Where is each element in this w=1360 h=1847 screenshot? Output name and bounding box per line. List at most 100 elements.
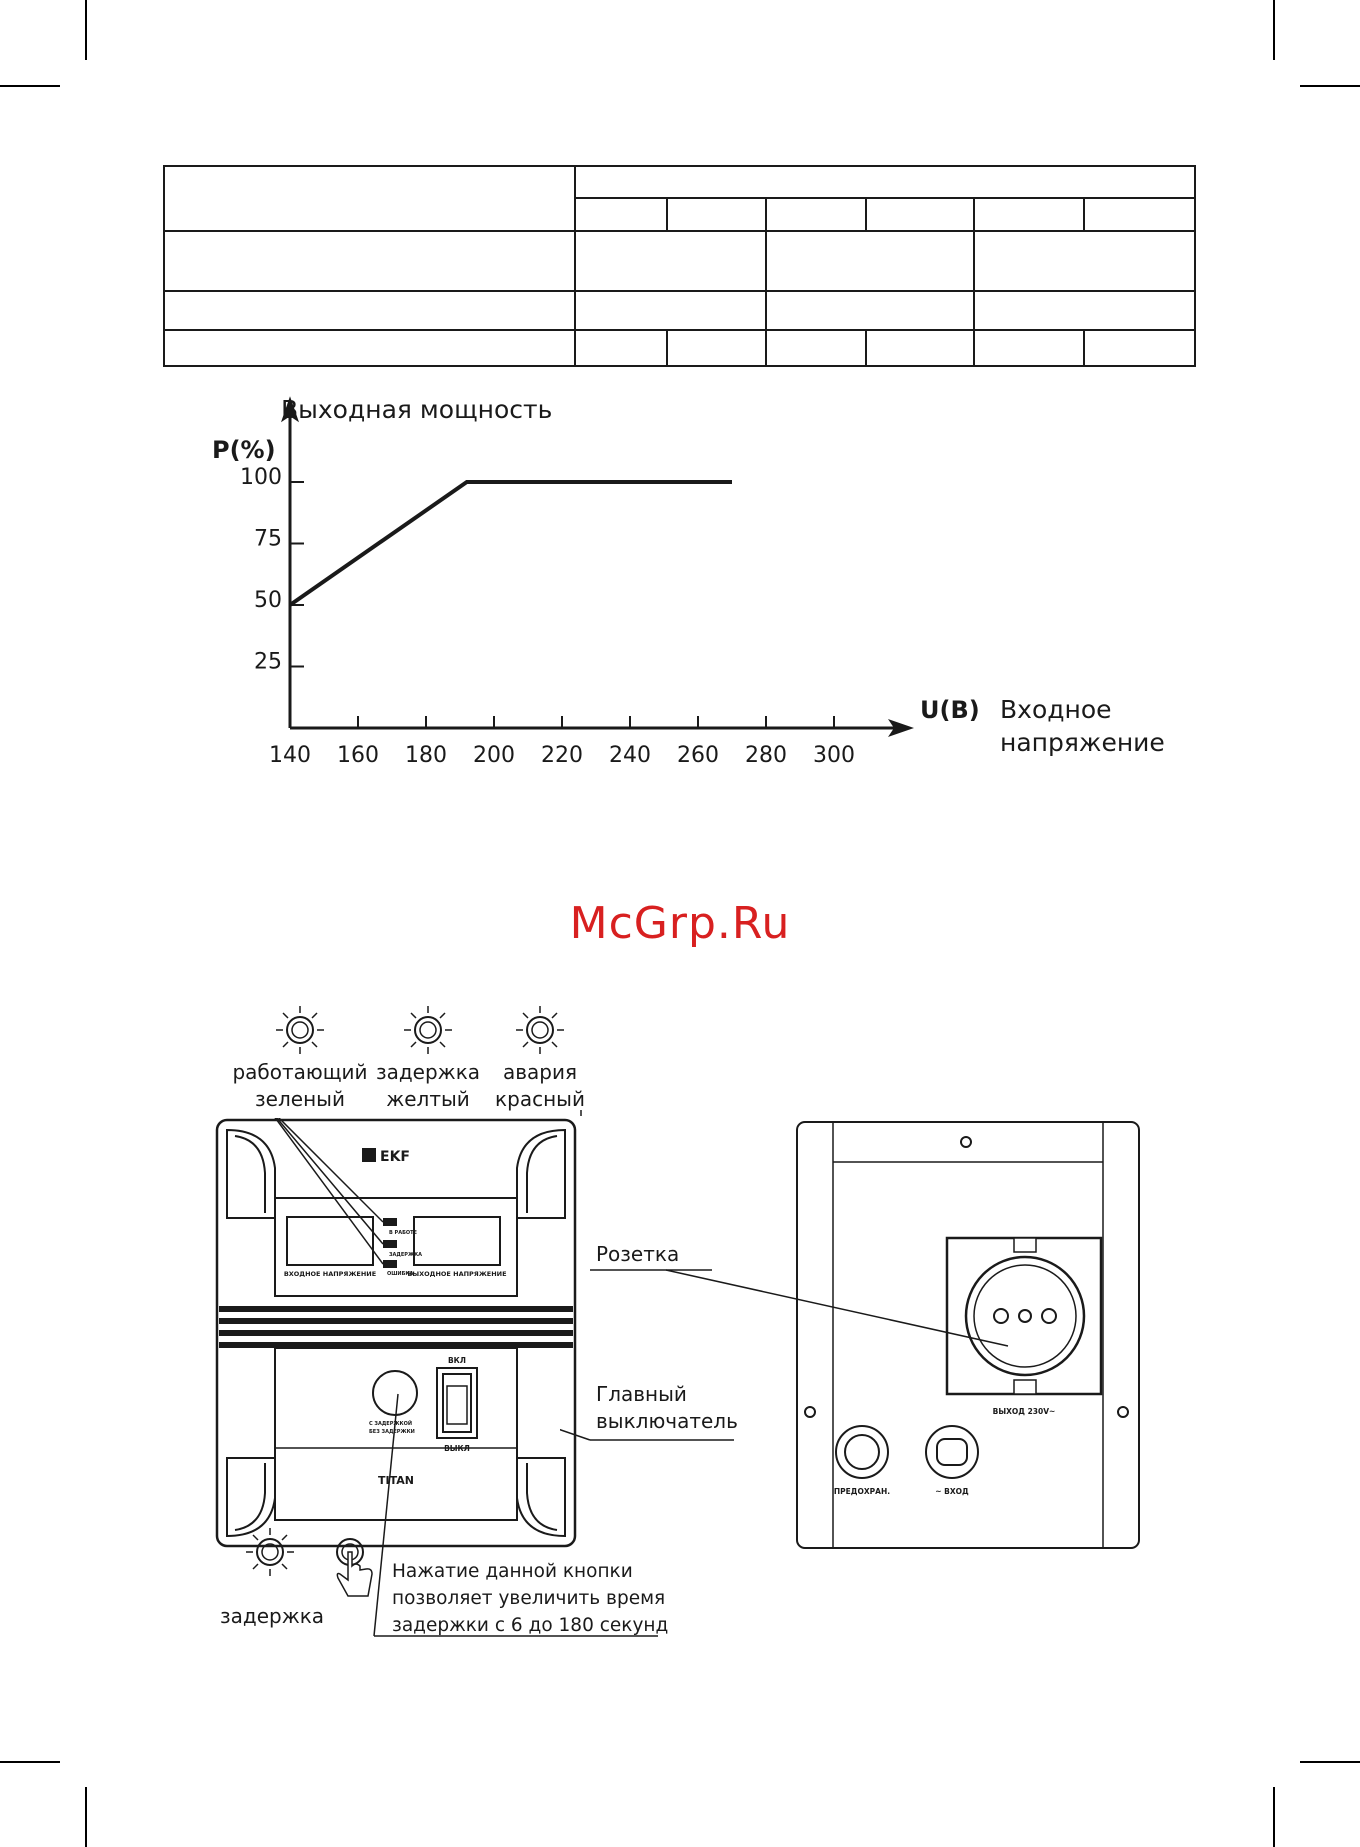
output-voltage-display <box>413 1216 501 1266</box>
stripe <box>219 1306 573 1312</box>
table-cell <box>163 328 576 368</box>
delay-button[interactable] <box>372 1370 418 1416</box>
table-cell <box>765 229 975 293</box>
sun-icon <box>516 1006 564 1054</box>
led-indicator <box>383 1260 397 1268</box>
crop-mark <box>1273 0 1275 60</box>
delay-icon-label: задержка <box>220 1604 324 1628</box>
table-cell <box>666 197 767 232</box>
y-axis-arrow <box>281 396 299 423</box>
table-cell <box>163 165 576 232</box>
fuse-label: ПРЕДОХРАН. <box>834 1487 890 1496</box>
y-tick-label: 50 <box>254 588 282 613</box>
indicator-color: желтый <box>386 1087 470 1111</box>
table-cell <box>972 290 1197 331</box>
switch-off-label: ВЫКЛ <box>444 1444 470 1453</box>
y-tick-label: 100 <box>240 465 282 490</box>
table-cell <box>973 197 1085 232</box>
y-axis-label: P(%) <box>212 436 276 464</box>
crop-mark <box>85 0 87 60</box>
y-tick-label: 25 <box>254 650 282 675</box>
x-tick-label: 200 <box>473 743 515 768</box>
input-label: ~ ВХОД <box>935 1487 969 1496</box>
chart-title: Выходная мощность <box>281 395 552 424</box>
led-label: В РАБОТЕ <box>389 1230 418 1236</box>
back-panel: ВЫХОД 230V~ ПРЕДОХРАН. ~ ВХОД Розетка Гл… <box>560 1121 1140 1549</box>
table-cell <box>574 229 767 293</box>
crop-mark <box>1273 1787 1275 1847</box>
screw-icon <box>1117 1406 1129 1418</box>
note-line: Нажатие данной кнопки <box>392 1561 633 1582</box>
switch-callout: Главный <box>596 1382 687 1406</box>
indicator-label: работающий <box>232 1060 367 1084</box>
led-label: ЗАДЕРЖКА <box>389 1252 422 1258</box>
x-tick-label: 280 <box>745 743 787 768</box>
table-cell <box>973 328 1085 368</box>
crop-mark <box>0 1761 60 1763</box>
x-tick-label: 300 <box>813 743 855 768</box>
finger-press-icon <box>336 1538 373 1597</box>
indicator-label: задержка <box>376 1060 480 1084</box>
delay-without-label: БЕЗ ЗАДЕРЖКИ <box>369 1429 415 1435</box>
table-cell <box>666 328 767 368</box>
x-axis-label: U(B) <box>920 696 980 724</box>
table-cell <box>865 197 975 232</box>
brand-logo: EKF <box>380 1149 410 1165</box>
table-cell <box>574 197 668 232</box>
input-voltage-display <box>286 1216 374 1266</box>
switch-on-label: ВКЛ <box>448 1356 466 1365</box>
ekf-logo-icon <box>362 1148 376 1162</box>
x-tick-label: 240 <box>609 743 651 768</box>
table-cell <box>865 328 975 368</box>
table-cell <box>163 290 576 331</box>
sun-icon <box>246 1528 294 1576</box>
chart-axes <box>281 396 914 737</box>
x-axis-caption-2: напряжение <box>1000 728 1165 757</box>
series-layer <box>288 480 732 607</box>
power-chart: Выходная мощность P(%) U(B) Входное напр… <box>212 395 1165 768</box>
indicator-label: авария <box>503 1060 577 1084</box>
display-in-label: ВХОДНОЕ НАПРЯЖЕНИЕ <box>284 1270 376 1278</box>
indicator-color: зеленый <box>255 1087 345 1111</box>
y-tick-label: 75 <box>254 527 282 552</box>
crop-mark <box>1300 1761 1360 1763</box>
crop-mark <box>85 1787 87 1847</box>
x-tick-label: 160 <box>337 743 379 768</box>
table-cell <box>163 229 576 293</box>
model-name: TITAN <box>378 1474 414 1487</box>
indicator-legend: работающий зеленый задержка желтый авари… <box>232 1006 585 1116</box>
socket-callout: Розетка <box>596 1242 679 1266</box>
delay-with-label: С ЗАДЕРЖКОЙ <box>369 1419 412 1427</box>
note-line: задержки с 6 до 180 секунд <box>392 1615 668 1636</box>
x-axis-caption-1: Входное <box>1000 695 1112 724</box>
table-cell <box>972 229 1197 293</box>
table-cell <box>1082 328 1197 368</box>
crop-mark <box>1300 85 1360 87</box>
front-panel: EKF ВХОДНОЕ НАПРЯЖЕНИЕ ВЫХОДНОЕ НАПРЯЖЕН… <box>215 1118 577 1548</box>
x-tick-label: 140 <box>269 743 311 768</box>
table-cell <box>765 290 975 331</box>
watermark: McGrp.Ru <box>569 898 791 949</box>
spec-table <box>163 164 1197 368</box>
table-cell <box>765 197 867 232</box>
table-cell <box>574 328 668 368</box>
sun-icon <box>276 1006 324 1054</box>
note-line: позволяет увеличить время <box>392 1588 665 1609</box>
x-tick-label: 260 <box>677 743 719 768</box>
x-axis-arrow <box>888 719 914 737</box>
led-indicator <box>383 1240 397 1248</box>
led-indicator <box>383 1218 397 1226</box>
screw-icon <box>960 1136 972 1148</box>
switch-callout: выключатель <box>596 1409 738 1433</box>
series-line <box>288 480 732 607</box>
x-tick-label: 220 <box>541 743 583 768</box>
y-ticks: 25 50 75 100 <box>240 465 304 675</box>
table-cell <box>1082 197 1197 232</box>
delay-note: задержка Нажатие данной кнопки позволяет… <box>220 1393 668 1637</box>
sun-icon <box>404 1006 452 1054</box>
display-out-label: ВЫХОДНОЕ НАПРЯЖЕНИЕ <box>407 1270 506 1278</box>
x-ticks: 140 160 180 200 220 240 260 280 300 <box>269 716 855 768</box>
table-cell <box>573 164 1197 200</box>
table-cell <box>765 328 867 368</box>
x-tick-label: 180 <box>405 743 447 768</box>
